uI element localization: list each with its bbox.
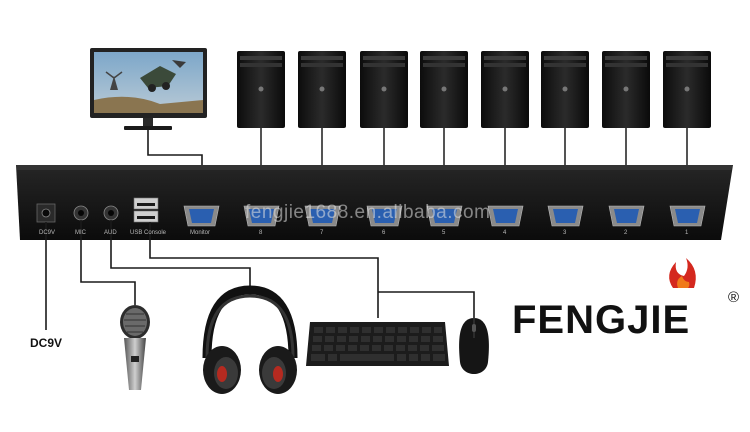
power-port-label: DC9V xyxy=(39,230,56,236)
watermark-text: fengjie1688.en.alibaba.com xyxy=(245,202,491,223)
keyboard-icon xyxy=(306,322,449,366)
computer-towers xyxy=(237,51,711,205)
mic-port-label: MIC xyxy=(75,230,86,236)
vga-port-icon xyxy=(183,205,220,227)
vga-ports xyxy=(183,205,706,227)
mouse-icon xyxy=(459,318,489,374)
vga-port-icon xyxy=(608,205,645,227)
audio-port-label: AUD xyxy=(104,230,117,236)
headphones-icon xyxy=(202,285,298,394)
pc-port-label-6: 6 xyxy=(382,230,386,236)
vga-port-icon xyxy=(669,205,706,227)
monitor-icon xyxy=(90,48,207,130)
vga-port-icon xyxy=(426,205,463,227)
usb-port-label: USB Console xyxy=(130,230,167,236)
vga-port-icon xyxy=(304,205,341,227)
peripheral-cables xyxy=(45,220,475,330)
pc-port-label-5: 5 xyxy=(442,230,446,236)
vga-port-icon xyxy=(487,205,524,227)
usb-ports-icon xyxy=(133,197,159,223)
vga-port-icon xyxy=(243,205,280,227)
microphone-icon xyxy=(120,305,150,390)
pc-port-label-7: 7 xyxy=(320,230,324,236)
vga-port-icon xyxy=(366,205,403,227)
pc-port-label-8: 8 xyxy=(259,230,263,236)
pc-port-label-3: 3 xyxy=(563,230,567,236)
kvm-rear-panel xyxy=(16,165,733,240)
brand-flame-icon xyxy=(669,258,696,288)
computer-tower-icon xyxy=(237,51,285,205)
vga-port-icon xyxy=(547,205,584,227)
brand-logo-text: FENGJIE xyxy=(512,298,691,342)
audio-jack-icon xyxy=(103,205,119,221)
monitor-port-label: Monitor xyxy=(190,230,211,236)
registered-mark: ® xyxy=(728,289,740,306)
pc-port-label-2: 2 xyxy=(624,230,628,236)
pc-port-label-1: 1 xyxy=(685,230,689,236)
mic-jack-icon xyxy=(73,205,89,221)
power-label: DC9V xyxy=(30,336,63,350)
pc-port-label-4: 4 xyxy=(503,230,507,236)
